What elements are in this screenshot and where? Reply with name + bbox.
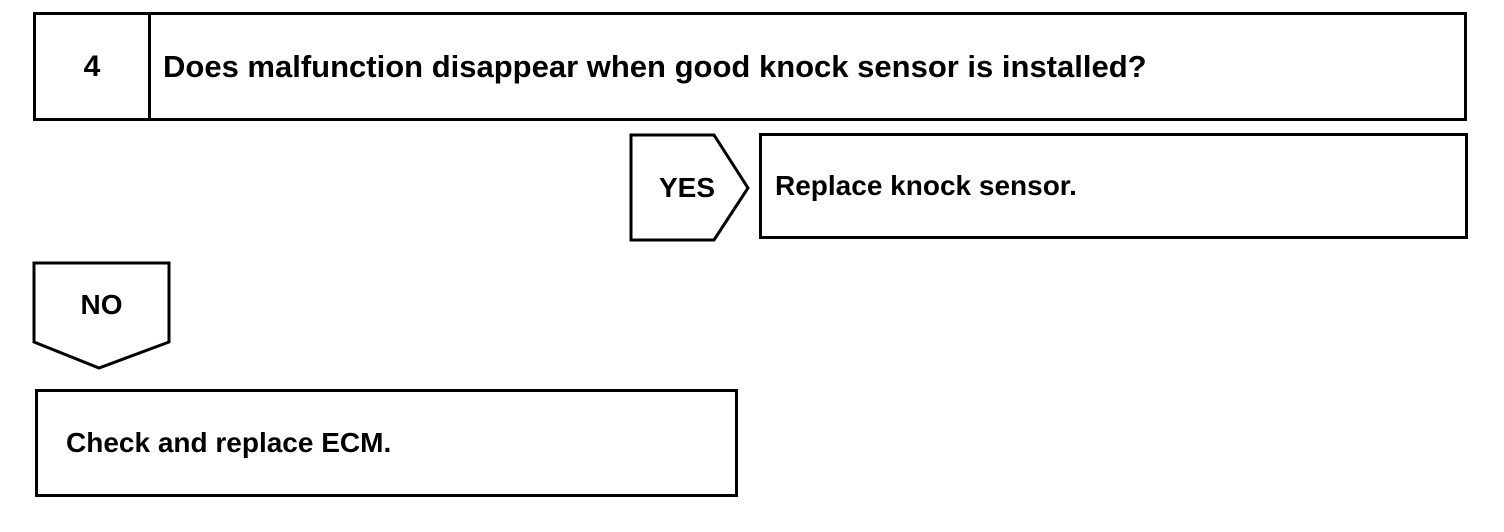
no-label: NO	[80, 289, 123, 320]
yes-arrow-shape	[629, 133, 750, 242]
yes-result-text: Replace knock sensor.	[775, 170, 1077, 201]
yes-result-box: Replace knock sensor.	[759, 133, 1468, 239]
no-arrow-shape	[32, 261, 171, 370]
no-result-box: Check and replace ECM.	[35, 389, 738, 497]
no-result-text: Check and replace ECM.	[66, 427, 392, 458]
step-box: 4 Does malfunction disappear when good k…	[33, 12, 1467, 121]
step-number: 4	[36, 15, 151, 118]
yes-label: YES	[658, 172, 716, 203]
step-question: Does malfunction disappear when good kno…	[163, 48, 1147, 84]
